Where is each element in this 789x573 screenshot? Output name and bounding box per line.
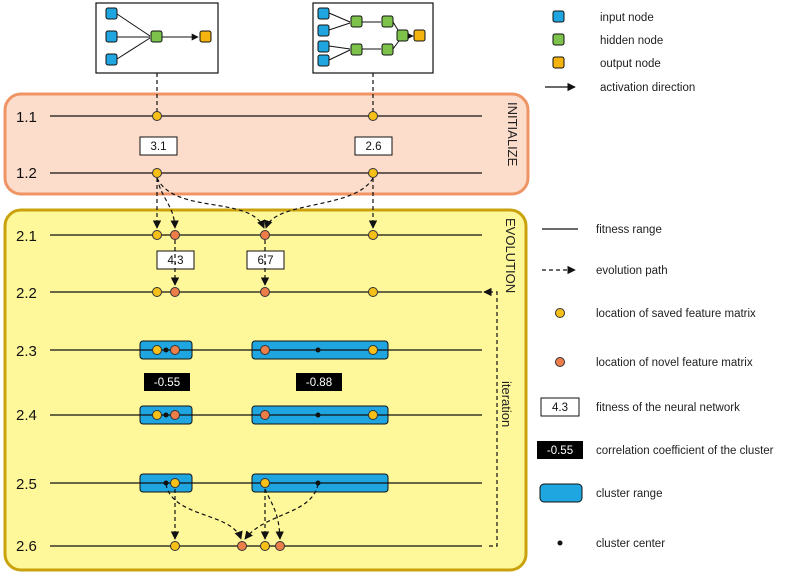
legend-saved-feature-label: location of saved feature matrix: [596, 308, 756, 320]
legend-correlation-box-icon: [537, 441, 583, 459]
output-node: [413, 29, 426, 42]
legend-fitness-box-icon: [540, 397, 580, 417]
row-label-2-6: 2.6: [16, 538, 37, 555]
saved-feature-points: [152, 111, 378, 551]
legend-fitness-range-label: fitness range: [596, 224, 662, 236]
input-node: [317, 40, 330, 53]
hidden-node: [150, 30, 163, 43]
evolution-paths: [152, 177, 498, 547]
initialize-panel: [3, 92, 530, 196]
input-node: [105, 30, 118, 43]
legend-novel-feature-label: location of novel feature matrix: [596, 357, 753, 369]
input-node: [105, 7, 118, 20]
legend-novel-feature-icon: [555, 357, 565, 367]
input-node: [317, 24, 330, 37]
fitness-box: 6.7: [246, 250, 285, 270]
evolution-panel: [3, 208, 528, 572]
legend-evolution-path-label: evolution path: [596, 265, 668, 277]
input-node: [317, 54, 330, 67]
row-label-2-2: 2.2: [16, 285, 37, 302]
hidden-node: [350, 15, 363, 28]
correlation-box: -0.88: [296, 373, 342, 391]
legend-fitness-box-value: 4.3: [552, 402, 568, 414]
svg-text:2.6: 2.6: [366, 141, 382, 153]
hidden-node: [381, 15, 394, 28]
input-node: [105, 53, 118, 66]
iteration-label: iteration: [499, 381, 514, 427]
novel-feature-points: [170, 230, 285, 551]
legend-cluster-range-label: cluster range: [596, 488, 662, 500]
fitness-box: 2.6: [354, 136, 393, 156]
svg-text:-0.55: -0.55: [154, 377, 180, 389]
network-large: [312, 2, 434, 74]
network-small: [95, 2, 219, 74]
cluster-centers: [163, 347, 321, 486]
input-node: [317, 7, 330, 20]
row-label-2-1: 2.1: [16, 228, 37, 245]
legend-cluster-center-icon: [557, 540, 563, 546]
legend-fitness-nn-label: fitness of the neural network: [596, 402, 740, 414]
svg-text:-0.88: -0.88: [306, 377, 332, 389]
legend-hidden-node-icon: [552, 33, 565, 46]
row-label-1-1: 1.1: [16, 109, 37, 126]
hidden-node: [396, 29, 409, 42]
svg-text:3.1: 3.1: [151, 141, 167, 153]
row-label-2-4: 2.4: [16, 407, 37, 424]
fitness-box: 4.3: [156, 250, 195, 270]
output-node: [199, 30, 212, 43]
legend-cluster-center-label: cluster center: [596, 538, 665, 550]
row-label-2-5: 2.5: [16, 476, 37, 493]
legend: input node hidden node output node activ…: [537, 10, 774, 550]
legend-cluster-range-icon: [539, 483, 583, 503]
evolution-label: EVOLUTION: [503, 218, 518, 293]
legend-saved-feature-icon: [555, 308, 565, 318]
legend-input-node-label: input node: [600, 12, 654, 24]
legend-hidden-node-label: hidden node: [600, 35, 663, 47]
legend-output-node-icon: [552, 56, 565, 69]
initialize-label: INITIALIZE: [505, 102, 520, 167]
row-label-1-2: 1.2: [16, 165, 37, 182]
legend-correlation-label: correlation coefficient of the cluster: [596, 445, 774, 457]
legend-input-node-icon: [552, 10, 565, 23]
legend-correlation-box-value: -0.55: [547, 445, 573, 457]
legend-activation-label: activation direction: [600, 82, 695, 94]
row-label-2-3: 2.3: [16, 343, 37, 360]
hidden-node: [381, 43, 394, 56]
fitness-box: 3.1: [139, 136, 178, 156]
legend-output-node-label: output node: [600, 58, 661, 70]
correlation-box: -0.55: [144, 373, 190, 391]
hidden-node: [350, 43, 363, 56]
